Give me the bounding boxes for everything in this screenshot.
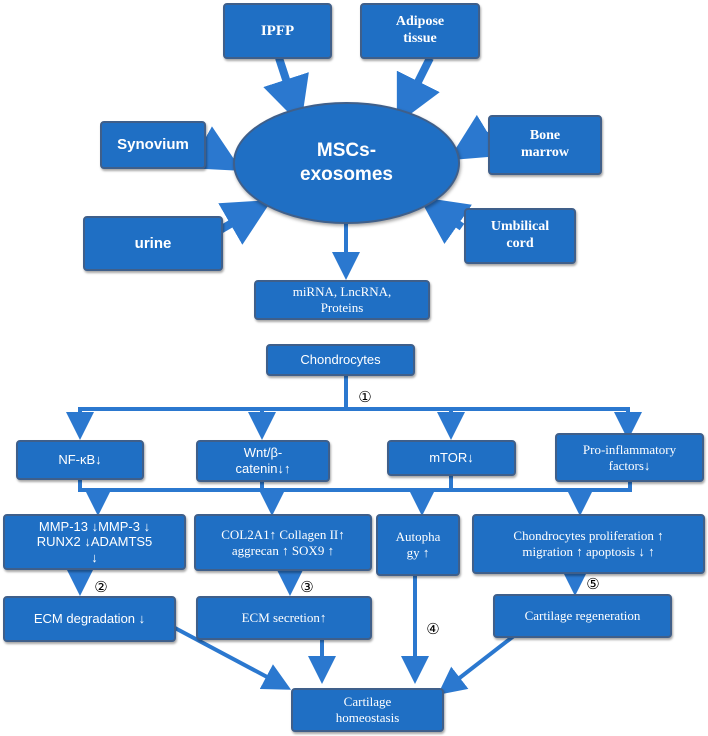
arrow-urine-to-exosomes — [217, 199, 272, 245]
msc-exosomes-node: MSCs- exosomes — [233, 102, 460, 224]
outcome-cartilage-homeostasis: Cartilage homeostasis — [291, 688, 444, 732]
outcome-ecm-degradation: ECM degradation ↓ — [3, 596, 176, 642]
outcome-ecm-secretion: ECM secretion↑ — [196, 596, 372, 640]
arrow-ipfp-to-exosomes — [263, 56, 309, 126]
source-adipose-tissue: Adipose tissue — [360, 3, 480, 59]
effect-col2a1-collagen: COL2A1↑ Collagen II↑ aggrecan ↑ SOX9 ↑ — [194, 514, 372, 571]
marker-5: ⑤ — [586, 575, 600, 593]
arrow-synovium-to-exosomes — [188, 126, 242, 171]
pathway-proinflammatory-factors: Pro-inflammatory factors↓ — [555, 433, 704, 482]
marker-1: ① — [358, 388, 372, 406]
arrow-umbilical-to-exosomes — [418, 196, 472, 245]
source-umbilical-cord: Umbilical cord — [464, 208, 576, 264]
source-ipfp: IPFP — [223, 3, 332, 59]
arrow-regeneration-to-homeostasis — [437, 633, 517, 695]
outcome-cartilage-regeneration: Cartilage regeneration — [493, 594, 672, 638]
exosome-cargo-box: miRNA, LncRNA, Proteins — [254, 280, 430, 320]
pathway-nfkb: NF-κB↓ — [16, 440, 144, 480]
arrow-ecm-degradation-to-homeostasis — [174, 626, 292, 690]
marker-4: ④ — [426, 620, 440, 638]
pathway-mtor: mTOR↓ — [387, 440, 516, 476]
source-urine: urine — [83, 216, 223, 271]
effect-chondrocyte-proliferation: Chondrocytes proliferation ↑ migration ↑… — [472, 514, 705, 574]
effect-mmp-runx2-adamts5: MMP-13 ↓MMP-3 ↓ RUNX2 ↓ADAMTS5 ↓ — [3, 514, 186, 570]
marker-2: ② — [94, 578, 108, 596]
source-synovium: Synovium — [100, 121, 206, 169]
arrow-bone-marrow-to-exosomes — [448, 114, 502, 161]
chondrocytes-box: Chondrocytes — [266, 344, 415, 376]
arrow-adipose-to-exosomes — [396, 56, 440, 125]
pathway-wnt-catenin: Wnt/β- catenin↓↑ — [196, 440, 330, 482]
marker-3: ③ — [300, 578, 314, 596]
source-bone-marrow: Bone marrow — [488, 115, 602, 175]
effect-autophagy: Autopha gy ↑ — [376, 514, 460, 576]
